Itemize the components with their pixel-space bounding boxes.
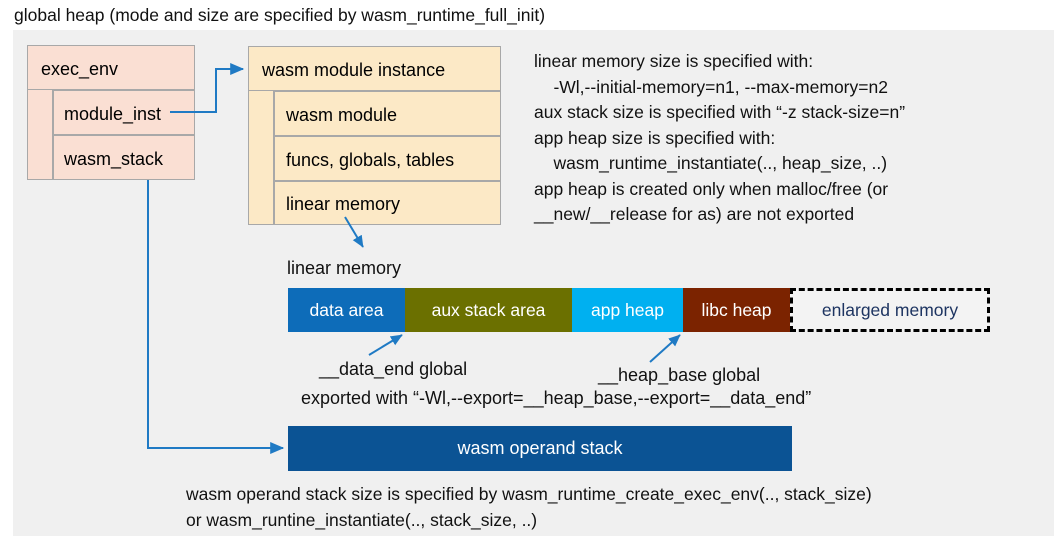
module-instance-gutter (248, 91, 274, 225)
memory-segment-enlarged-memory-label: enlarged memory (821, 299, 959, 320)
memory-segment-app-heap: app heap (572, 288, 683, 332)
wasm-operand-stack-label: wasm operand stack (457, 438, 623, 458)
linear-memory-cell: linear memory (274, 181, 501, 225)
annotation-exported-with: exported with “-Wl,--export=__heap_base,… (301, 388, 812, 408)
wasm-module-cell: wasm module (274, 91, 501, 136)
memory-segment-libc-heap-label: libc heap (701, 299, 772, 320)
annotation-data-end-global: __data_end global (319, 359, 468, 379)
wasm-module-label: wasm module (286, 105, 398, 125)
operand-stack-notes: wasm operand stack size is specified by … (186, 484, 872, 530)
wasm-stack-label: wasm_stack (64, 149, 164, 169)
exec-env-header-cell: exec_env (27, 45, 195, 90)
memory-config-notes: linear memory size is specified with: -W… (534, 51, 906, 224)
wasm-operand-stack-box: wasm operand stack (288, 426, 792, 471)
memory-segment-libc-heap: libc heap (683, 288, 790, 332)
memory-segment-enlarged-memory: enlarged memory (790, 288, 990, 332)
memory-segment-data-area-label: data area (309, 299, 384, 320)
module-inst-cell: module_inst (53, 90, 195, 135)
module-instance-label: wasm module instance (262, 60, 446, 80)
annotation-heap-base-global: __heap_base global (598, 365, 761, 385)
module-instance-header-cell: wasm module instance (248, 46, 501, 91)
funcs-globals-tables-label: funcs, globals, tables (286, 150, 455, 170)
memory-segment-data-area: data area (288, 288, 405, 332)
linear-memory-caption: linear memory (287, 258, 402, 278)
linear-memory-cell-label: linear memory (286, 194, 401, 214)
page-title: global heap (mode and size are specified… (14, 5, 546, 25)
memory-segment-aux-stack-area: aux stack area (405, 288, 572, 332)
memory-segment-aux-stack-area-label: aux stack area (431, 299, 546, 320)
exec-env-gutter (27, 90, 53, 180)
exec-env-label: exec_env (41, 59, 119, 79)
wasm-stack-cell: wasm_stack (53, 135, 195, 180)
funcs-globals-tables-cell: funcs, globals, tables (274, 136, 501, 181)
memory-segment-app-heap-label: app heap (591, 299, 664, 320)
module-inst-label: module_inst (64, 104, 162, 124)
